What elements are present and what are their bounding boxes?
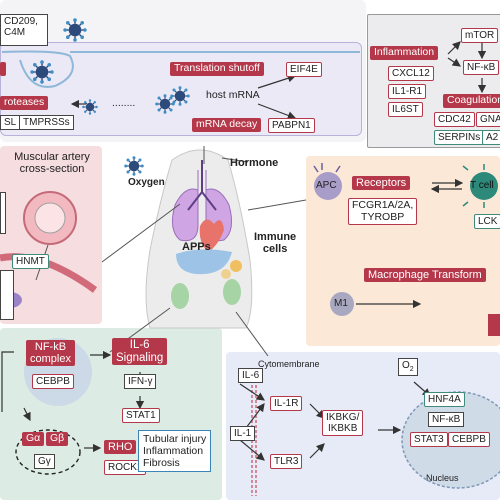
apc-label: APC [316, 180, 337, 191]
gene-nfkb: NF-κB [463, 60, 500, 75]
il6-signaling-label: IL-6 Signaling [112, 338, 168, 366]
gene-eif4e: EIF4E [286, 62, 322, 77]
nucleus-label: Nucleus [426, 473, 459, 483]
gene-il6st: IL6ST [388, 102, 423, 117]
heart-icon [199, 219, 224, 252]
g-alpha-box: Gα [22, 432, 45, 446]
o2-input-box: O2 [398, 358, 418, 376]
kidney-icon [171, 283, 189, 309]
virus-icon [29, 59, 55, 85]
protease-gene-tmprss: TMPRSSs [19, 115, 74, 130]
artery-bottom-box [0, 270, 14, 320]
receptors-label: Receptors [352, 176, 411, 191]
kidney-outcome-box: Tubular injury Inflammation Fibrosis [138, 430, 212, 473]
oxygen-label: Oxygen [128, 177, 165, 188]
virus-icon [81, 98, 99, 116]
g-gamma-box: Gγ [34, 454, 55, 469]
gene-cdc42: CDC42 [434, 112, 475, 127]
hormone-label: Hormone [230, 157, 279, 169]
gene-serpins: SERPINs [434, 130, 485, 145]
mrna-decay-label: mRNA decay [192, 118, 262, 132]
gene-hnmt: HNMT [12, 254, 49, 269]
il1-input-box: IL-1 [230, 426, 256, 441]
virus-icon [62, 17, 88, 43]
gene-tlr3: TLR3 [270, 454, 303, 469]
nfkb-complex-label: NF-kB complex [26, 340, 75, 367]
gene-il1r: IL-1R [270, 396, 303, 411]
artery-side-box [0, 192, 6, 234]
gene-nfkb-liver: NF-κB [428, 412, 465, 427]
ifn-gamma-box: IFN-γ [124, 374, 157, 389]
cytomembrane-label: Cytomembrane [258, 359, 320, 369]
il6-input-box: IL-6 [238, 368, 264, 383]
t-cell-icon [462, 164, 498, 208]
gene-hnf4a: HNF4A [424, 392, 465, 407]
immune-cell-icon [230, 260, 242, 272]
apps-label: APPs [182, 241, 211, 253]
gene-stat1: STAT1 [122, 408, 160, 423]
g-beta-box: Gβ [46, 432, 69, 446]
proteases-label: roteases [0, 96, 49, 110]
gene-pabpn1: PABPN1 [268, 118, 315, 133]
macrophage-icon [330, 292, 354, 316]
virus-icon [169, 85, 191, 107]
gene-mtor: mTOR [461, 28, 499, 43]
virus-icon [123, 155, 145, 177]
immune-cells-label: Immune cells [254, 231, 297, 255]
apc-cell-icon [314, 172, 342, 200]
gene-cebpb-kidney: CEBPB [32, 374, 74, 389]
gene-fcgr-tyrobp: FCGR1A/2A, TYROBP [348, 198, 418, 226]
rho-label: RHO [104, 440, 137, 455]
o2-text: O [402, 360, 410, 371]
host-mrna-label: host mRNA [206, 89, 260, 101]
membrane-curve [1, 50, 74, 88]
liver-icon [176, 249, 232, 275]
kidney-icon [223, 279, 241, 305]
macrophage-transform-label: Macrophage Transform [364, 268, 486, 283]
gene-lck: LCK [474, 214, 500, 229]
o2-subscript: 2 [409, 366, 414, 373]
coagulation-label: Coagulation [443, 94, 500, 108]
t-cell-label: T cell [470, 180, 494, 191]
gene-stat3: STAT3 [410, 432, 448, 447]
gene-a2: A2 [482, 130, 500, 145]
g-protein-complex [15, 429, 81, 475]
translation-top-tab [0, 62, 6, 76]
gene-il1r1: IL1-R1 [388, 84, 427, 99]
gene-cebpb-liver: CEBPB [448, 432, 490, 447]
m1-label: M1 [334, 298, 348, 309]
gene-gna: GNA [476, 112, 500, 127]
gene-ikbkg-ikbkb: IKBKG/ IKBKB [322, 410, 364, 436]
protease-gene-sl: SL [0, 115, 21, 130]
receptor-genes-box: CD209, C4M [0, 14, 48, 46]
translation-shutoff-label: Translation shutoff [170, 62, 264, 76]
gene-rock1: ROCK1 [104, 460, 147, 475]
artery-title: Muscular artery cross-section [14, 151, 90, 175]
inflammation-label: Inflammation [370, 46, 439, 60]
dots-ellipsis: ........ [112, 97, 136, 109]
gene-cxcl12: CXCL12 [388, 66, 434, 81]
